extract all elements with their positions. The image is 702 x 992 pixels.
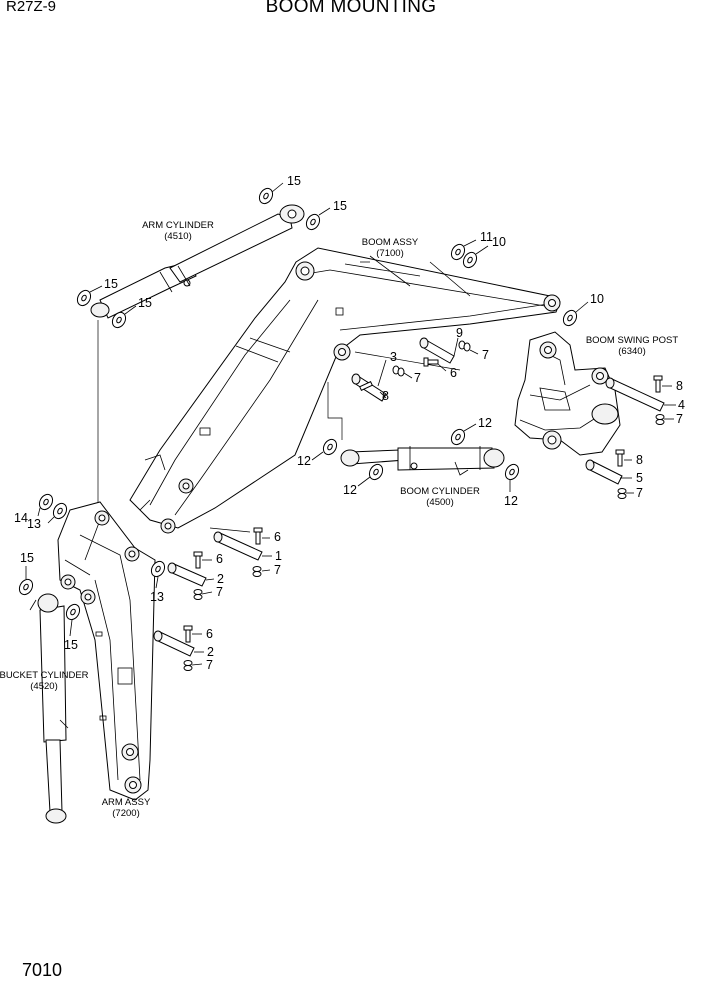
boom-assy-code: (7100) — [376, 248, 403, 259]
boom-cylinder-name: BOOM CYLINDER — [400, 486, 480, 497]
callout-12: 12 — [343, 483, 357, 497]
bucket-cylinder-name: BUCKET CYLINDER — [0, 670, 89, 681]
boom-swing-post-drawing — [514, 331, 621, 456]
callout-13: 13 — [27, 517, 41, 531]
callout-1: 1 — [275, 549, 282, 563]
leader-lines — [25, 182, 676, 666]
arm-assy-name: ARM ASSY — [102, 797, 151, 808]
callout-13: 13 — [150, 590, 164, 604]
callout-11: 11 — [480, 230, 493, 244]
arm-assembly-drawing — [57, 501, 156, 801]
callout-7: 7 — [206, 658, 213, 672]
callout-10: 10 — [492, 235, 506, 249]
callout-15: 15 — [333, 199, 347, 213]
callout-10: 10 — [590, 292, 604, 306]
bucket-cylinder-drawing — [29, 593, 69, 824]
callout-14: 14 — [14, 511, 28, 525]
callout-15: 15 — [138, 296, 152, 310]
arm-cylinder-name: ARM CYLINDER — [142, 220, 214, 231]
callout-7: 7 — [216, 585, 223, 599]
boom-assy-name: BOOM ASSY — [362, 237, 419, 248]
boom-assembly-drawing — [129, 247, 561, 534]
callout-6: 6 — [274, 530, 281, 544]
callout-7: 7 — [414, 371, 421, 385]
callout-12: 12 — [504, 494, 518, 508]
callout-numbers: 15 15 15 15 11 10 10 9 7 3 7 6 8 8 4 7 1… — [14, 174, 685, 672]
boom-cylinder-drawing — [340, 446, 505, 476]
callout-4: 4 — [678, 398, 685, 412]
callout-7: 7 — [274, 563, 281, 577]
callout-8: 8 — [636, 453, 643, 467]
callout-6: 6 — [216, 552, 223, 566]
arm-cylinder-code: (4510) — [164, 231, 191, 242]
bolts-and-nuts — [183, 340, 665, 671]
boom-cylinder-code: (4500) — [426, 497, 453, 508]
assembly-labels: ARM CYLINDER (4510) BOOM ASSY (7100) BOO… — [0, 220, 678, 819]
callout-15: 15 — [104, 277, 118, 291]
callout-3: 3 — [390, 350, 397, 364]
callout-8: 8 — [676, 379, 683, 393]
callout-9: 9 — [456, 326, 463, 340]
callout-12: 12 — [478, 416, 492, 430]
arm-assy-code: (7200) — [112, 808, 139, 819]
callout-7: 7 — [676, 412, 683, 426]
washers — [18, 187, 578, 621]
boom-swing-post-code: (6340) — [618, 346, 645, 357]
callout-7: 7 — [482, 348, 489, 362]
callout-8: 8 — [382, 389, 389, 403]
pins — [153, 337, 665, 657]
page-title: BOOM MOUNTING — [265, 0, 437, 17]
model-code: R27Z-9 — [6, 0, 57, 15]
callout-15: 15 — [20, 551, 34, 565]
callout-6: 6 — [450, 366, 457, 380]
arm-cylinder-drawing — [90, 204, 305, 506]
callout-7: 7 — [636, 486, 643, 500]
callout-15: 15 — [287, 174, 301, 188]
callout-2: 2 — [207, 645, 214, 659]
callout-6: 6 — [206, 627, 213, 641]
callout-12: 12 — [297, 454, 311, 468]
bucket-cylinder-code: (4520) — [30, 681, 57, 692]
callout-5: 5 — [636, 471, 643, 485]
boom-swing-post-name: BOOM SWING POST — [586, 335, 679, 346]
callout-2: 2 — [217, 572, 224, 586]
callout-15: 15 — [64, 638, 78, 652]
page-number: 7010 — [22, 960, 63, 980]
